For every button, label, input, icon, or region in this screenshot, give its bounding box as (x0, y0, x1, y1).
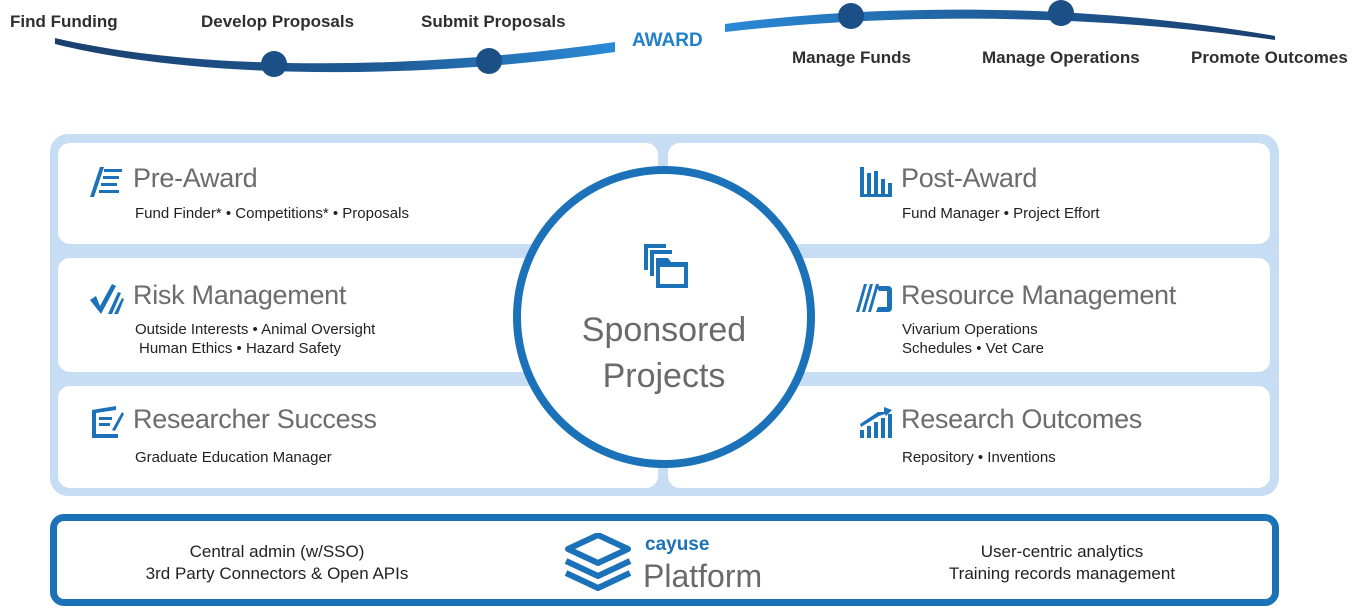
risk-management-title: Risk Management (133, 280, 347, 310)
center-title-line-2: Projects (602, 357, 726, 395)
milestone-develop-dot (261, 51, 287, 77)
stage-develop-proposals: Develop Proposals (201, 12, 355, 31)
resource-management-line-1: Vivarium Operations (902, 321, 1038, 338)
document-lines-icon (90, 167, 122, 197)
pre-award-modules: Fund Finder* • Competitions* • Proposals (135, 205, 409, 222)
researcher-success-modules: Graduate Education Manager (135, 449, 332, 466)
research-outcomes-panel[interactable]: Research Outcomes Repository • Invention… (668, 386, 1270, 488)
milestone-submit-dot (476, 48, 502, 74)
post-award-title: Post-Award (901, 163, 1038, 193)
cayuse-brand: cayuse (645, 534, 710, 555)
research-outcomes-modules: Repository • Inventions (902, 449, 1056, 466)
resource-management-line-2: Schedules • Vet Care (902, 340, 1045, 357)
milestone-funds-dot (838, 3, 864, 29)
stage-find-funding: Find Funding (10, 12, 118, 31)
milestone-operations-dot (1048, 0, 1074, 26)
cayuse-platform-bar: Central admin (w/SSO) 3rd Party Connecto… (50, 514, 1279, 606)
notepad-icon (92, 406, 124, 438)
bar-chart-icon (860, 167, 892, 197)
stage-submit-proposals: Submit Proposals (421, 12, 566, 31)
center-title-line-1: Sponsored (581, 311, 747, 349)
folder-stack-icon (644, 244, 688, 288)
sponsored-projects-hub[interactable]: Sponsored Projects (513, 166, 815, 468)
stacked-layers-logo-icon (564, 533, 632, 591)
post-award-modules: Fund Manager • Project Effort (902, 205, 1100, 222)
research-outcomes-title: Research Outcomes (901, 404, 1142, 434)
risk-management-line-1: Outside Interests • Animal Oversight (135, 321, 376, 338)
stage-manage-funds: Manage Funds (792, 48, 912, 67)
platform-left-line-1: Central admin (w/SSO) (189, 542, 365, 561)
stage-promote-outcomes: Promote Outcomes (1191, 48, 1348, 67)
growth-chart-icon (860, 407, 892, 438)
platform-right-line-2: Training records management (948, 564, 1176, 583)
platform-left-line-2: 3rd Party Connectors & Open APIs (145, 564, 409, 583)
resource-management-title: Resource Management (901, 280, 1176, 310)
timeline-curve (55, 0, 1275, 77)
pre-award-title: Pre-Award (133, 163, 258, 193)
platform-product-name: Platform (643, 558, 763, 594)
risk-management-line-2: Human Ethics • Hazard Safety (139, 340, 342, 357)
researcher-success-title: Researcher Success (133, 404, 377, 434)
pre-award-arc (55, 38, 615, 73)
stage-manage-operations: Manage Operations (982, 48, 1140, 67)
resource-stripes-icon (856, 284, 892, 312)
post-award-arc (725, 9, 1275, 40)
checkmark-icon (90, 284, 124, 314)
award-label: AWARD (632, 30, 703, 51)
platform-right-line-1: User-centric analytics (980, 542, 1144, 561)
